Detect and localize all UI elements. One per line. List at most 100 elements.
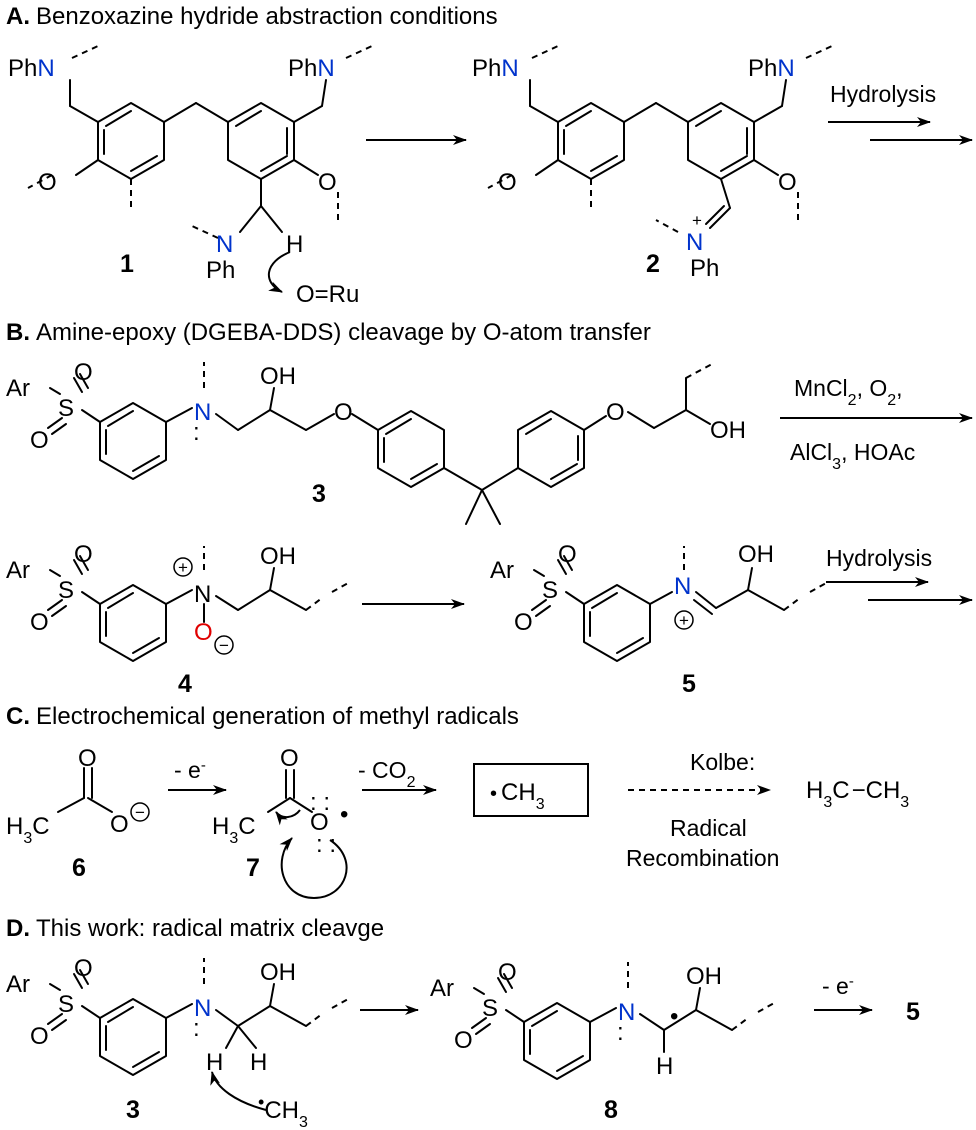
atom-label: O — [310, 809, 329, 836]
atom-label: N — [674, 573, 691, 600]
reagent-label: O=Ru — [296, 281, 359, 308]
atom-label: OH — [260, 959, 296, 986]
atom-label: Ar — [6, 375, 30, 402]
charge-label: + — [178, 558, 188, 577]
atom-label: Ar — [430, 975, 454, 1002]
atom-label: S — [58, 991, 74, 1018]
charge-label: + — [692, 211, 702, 230]
positive-charge-circle — [674, 610, 694, 630]
lone-pair: : — [193, 1015, 200, 1042]
compound-6-structure — [57, 767, 113, 813]
compound-number: 2 — [646, 250, 660, 278]
subscript: 2 — [407, 774, 416, 791]
negative-charge-circle — [130, 802, 150, 822]
atom-label: N — [194, 581, 211, 608]
atom-label: PhN — [748, 55, 795, 82]
subscript: 2 — [887, 392, 896, 409]
panel-b-header: B.Amine-epoxy (DGEBA-DDS) cleavage by O-… — [6, 319, 651, 346]
superscript: - — [849, 973, 854, 990]
compound-number: 5 — [682, 670, 696, 698]
compound-number: 6 — [72, 854, 86, 882]
recombination-label-2: Recombination — [626, 845, 779, 871]
lone-pair: : — [617, 1019, 624, 1046]
methyl-radical-label: •CH3 — [490, 779, 545, 813]
atom-label: H — [286, 231, 303, 258]
atom-label: Ar — [490, 557, 514, 584]
atom-label: O — [778, 169, 797, 196]
compound-7-structure — [267, 769, 348, 900]
compound-number: 7 — [246, 854, 260, 882]
atom-label: H — [656, 1053, 673, 1080]
compound-number: 3 — [126, 1096, 140, 1124]
subscript: 3 — [832, 456, 841, 473]
atom-label: N — [216, 231, 233, 258]
lone-pair: : : — [310, 789, 330, 816]
lone-pair: : — [193, 419, 200, 446]
atom-label: O — [318, 169, 337, 196]
subscript: 3 — [900, 794, 909, 811]
panel-a-header: A.Benzoxazine hydride abstraction condit… — [6, 3, 498, 30]
compound-number: 8 — [604, 1096, 618, 1124]
atom-label: S — [58, 577, 74, 604]
hydrolysis-label: Hydrolysis — [826, 545, 932, 571]
hydrolysis-label: Hydrolysis — [830, 81, 936, 107]
lone-pair: : : — [316, 831, 336, 858]
compound-3-structure — [47, 362, 713, 525]
atom-label: N — [686, 229, 703, 256]
atom-label: O — [74, 955, 93, 982]
atom-label: Ar — [6, 557, 30, 584]
ethane-product: H3C−CH3 — [806, 777, 909, 811]
conditions-line-2: AlCl3, HOAc — [790, 439, 915, 473]
atom-label: N — [194, 399, 211, 426]
atom-label: PhN — [288, 55, 335, 82]
atom-label: O — [30, 1023, 49, 1050]
atom-label: H — [206, 1049, 223, 1076]
superscript: - — [201, 757, 206, 774]
atom-label: OH — [710, 417, 746, 444]
atom-label: O — [558, 541, 577, 568]
subscript: 3 — [23, 830, 32, 847]
compound-4-structure — [47, 546, 351, 662]
atom-label: O — [334, 399, 353, 426]
panel-a: A.Benzoxazine hydride abstraction condit… — [6, 3, 973, 308]
atom-label: O — [606, 399, 625, 426]
atom-label: N — [618, 999, 635, 1026]
radical-dot: • — [340, 801, 348, 828]
compound-8-structure — [471, 962, 777, 1080]
atom-label: O — [78, 745, 97, 772]
atom-label: O — [30, 427, 49, 454]
compound-number: 3 — [312, 480, 326, 508]
subscript: 3 — [229, 830, 238, 847]
positive-charge-circle — [173, 557, 193, 577]
atom-label: Ph — [690, 255, 719, 282]
subscript: 2 — [848, 392, 857, 409]
methyl-label: H3C — [212, 813, 256, 847]
step-oxidation-label: - e- — [174, 757, 206, 784]
atom-label: OH — [686, 963, 722, 990]
atom-label: O — [454, 1027, 473, 1054]
step-oxidation-label: - e- — [822, 973, 854, 1000]
atom-label: O — [280, 745, 299, 772]
methyl-label: H3C — [6, 813, 50, 847]
atom-label: O — [30, 609, 49, 636]
recombination-label-1: Radical — [670, 815, 747, 841]
step-decarboxylation-label: - CO2 — [358, 757, 416, 791]
panel-c-header: C.Electrochemical generation of methyl r… — [6, 703, 519, 730]
atom-label: O — [194, 619, 213, 646]
panel-d-header: D.This work: radical matrix cleavge — [6, 915, 384, 942]
compound-3-d-structure — [47, 958, 351, 1111]
atom-label: O — [514, 609, 533, 636]
atom-label: S — [58, 395, 74, 422]
methyl-radical-box — [473, 763, 589, 817]
atom-label: O — [498, 959, 517, 986]
atom-label: S — [542, 577, 558, 604]
atom-label: Ph — [206, 257, 235, 284]
atom-label: O — [110, 811, 129, 838]
methyl-radical-label: •CH3 — [258, 1092, 308, 1130]
charge-label: − — [219, 636, 229, 655]
charge-label: + — [679, 611, 689, 630]
panel-c: C.Electrochemical generation of methyl r… — [6, 703, 909, 900]
charge-label: − — [135, 803, 145, 822]
atom-label: O — [498, 169, 517, 196]
